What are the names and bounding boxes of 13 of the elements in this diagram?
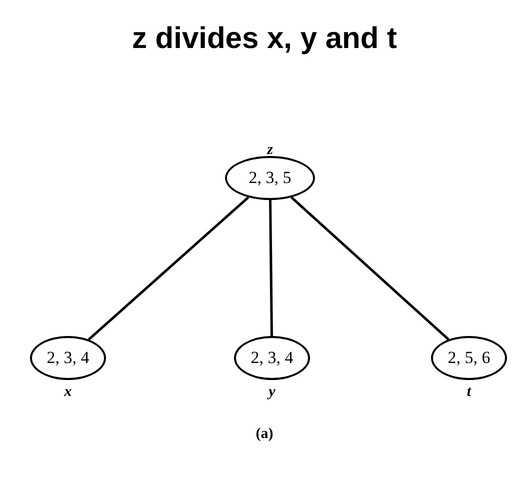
diagram-title: z divides x, y and t — [130, 22, 398, 56]
connector-line — [290, 196, 450, 340]
node-label: 2, 3, 4 — [250, 348, 294, 368]
node-label: 2, 5, 6 — [448, 348, 490, 368]
connector-line — [88, 196, 250, 340]
node-label: 2, 3, 4 — [46, 348, 90, 368]
node-name: t — [466, 384, 472, 401]
node-name: z — [266, 142, 274, 159]
node-name: x — [63, 384, 73, 401]
caption: (a) — [254, 426, 274, 443]
node-label: 2, 3, 5 — [248, 168, 292, 188]
connector-line — [269, 200, 273, 336]
node-name: y — [266, 384, 276, 401]
